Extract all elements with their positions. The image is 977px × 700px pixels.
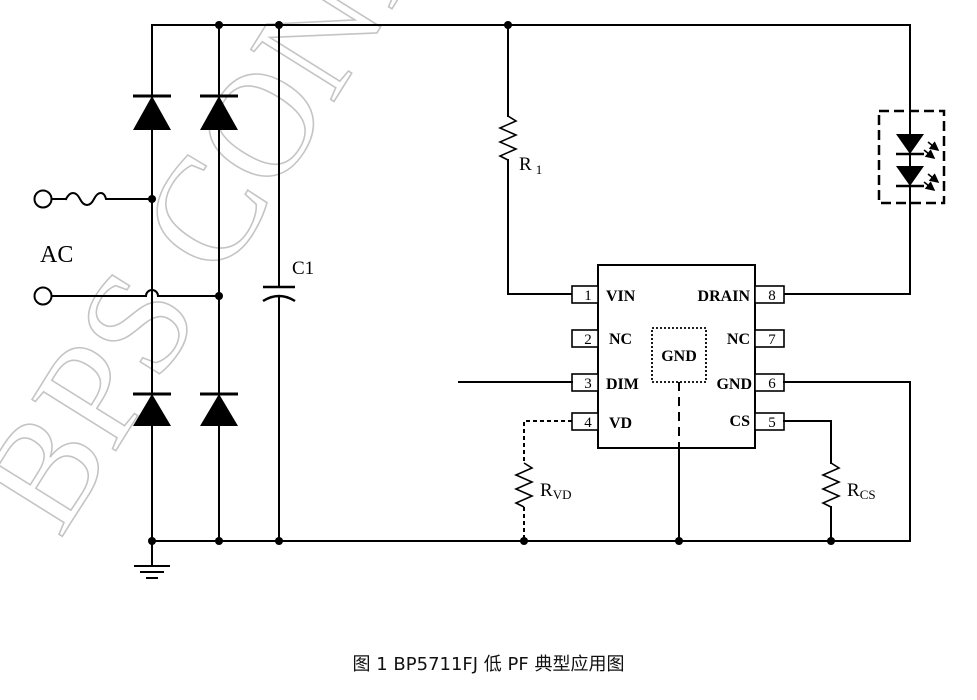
chip-center-gnd-label: GND xyxy=(661,348,697,365)
ground-symbol xyxy=(134,540,170,579)
rcs-label: R xyxy=(847,480,860,501)
pin-1-number: 1 xyxy=(584,288,592,304)
pin-8-name: DRAIN xyxy=(698,288,751,305)
ac-terminal-bottom xyxy=(33,286,53,306)
pin-4-name: VD xyxy=(609,415,632,432)
pin-1-box xyxy=(571,285,599,304)
pin-7-box xyxy=(754,329,785,348)
diode-d1 xyxy=(133,94,171,130)
pin-6-name: GND xyxy=(716,376,752,393)
svg-text:RCS: RCS xyxy=(847,480,876,502)
pin-6-number: 6 xyxy=(768,376,776,392)
pin-2-name: NC xyxy=(609,331,632,348)
rcs-subscript: CS xyxy=(860,487,876,502)
pin-5-name: CS xyxy=(730,413,751,430)
rvd-subscript: VD xyxy=(553,487,572,502)
pin-1-name: VIN xyxy=(606,288,636,305)
rvd-label: R xyxy=(540,480,553,501)
gnd-pin6-wire xyxy=(783,381,911,542)
pin-2-number: 2 xyxy=(584,332,592,348)
ic-chip: GND 1 2 3 4 5 6 7 8 VIN NC DIM VD CS GND… xyxy=(571,264,785,449)
ac-label: AC xyxy=(40,242,73,268)
junction-dots xyxy=(148,21,835,545)
svg-text:R1: R1 xyxy=(519,154,542,177)
ac-terminal-top xyxy=(33,189,53,209)
capacitor-c1 xyxy=(262,24,296,542)
pin-7-number: 7 xyxy=(768,332,776,348)
watermark: BPS CONFI xyxy=(0,0,488,557)
diode-d4 xyxy=(200,392,238,426)
r1-subscript: 1 xyxy=(536,162,543,177)
pin-3-name: DIM xyxy=(606,376,639,393)
circuit-schematic: BPS CONFI xyxy=(0,0,946,579)
c1-label: C1 xyxy=(292,258,314,279)
pin-7-name: NC xyxy=(727,331,750,348)
led-load xyxy=(783,24,946,295)
pin-2-box xyxy=(571,329,599,348)
pin-8-number: 8 xyxy=(768,288,776,304)
pin-4-number: 4 xyxy=(584,415,592,431)
resistor-rcs xyxy=(783,420,841,542)
figure-caption: 图 1 BP5711FJ 低 PF 典型应用图 xyxy=(352,654,625,675)
resistor-rvd xyxy=(514,420,572,541)
pin-3-number: 3 xyxy=(584,376,592,392)
diode-d3 xyxy=(133,392,171,426)
r1-label: R xyxy=(519,154,532,175)
pin-8-box xyxy=(754,285,785,304)
diode-d2 xyxy=(200,94,238,130)
svg-text:RVD: RVD xyxy=(540,480,571,502)
resistor-r1 xyxy=(498,24,573,295)
pin-5-number: 5 xyxy=(768,415,776,431)
